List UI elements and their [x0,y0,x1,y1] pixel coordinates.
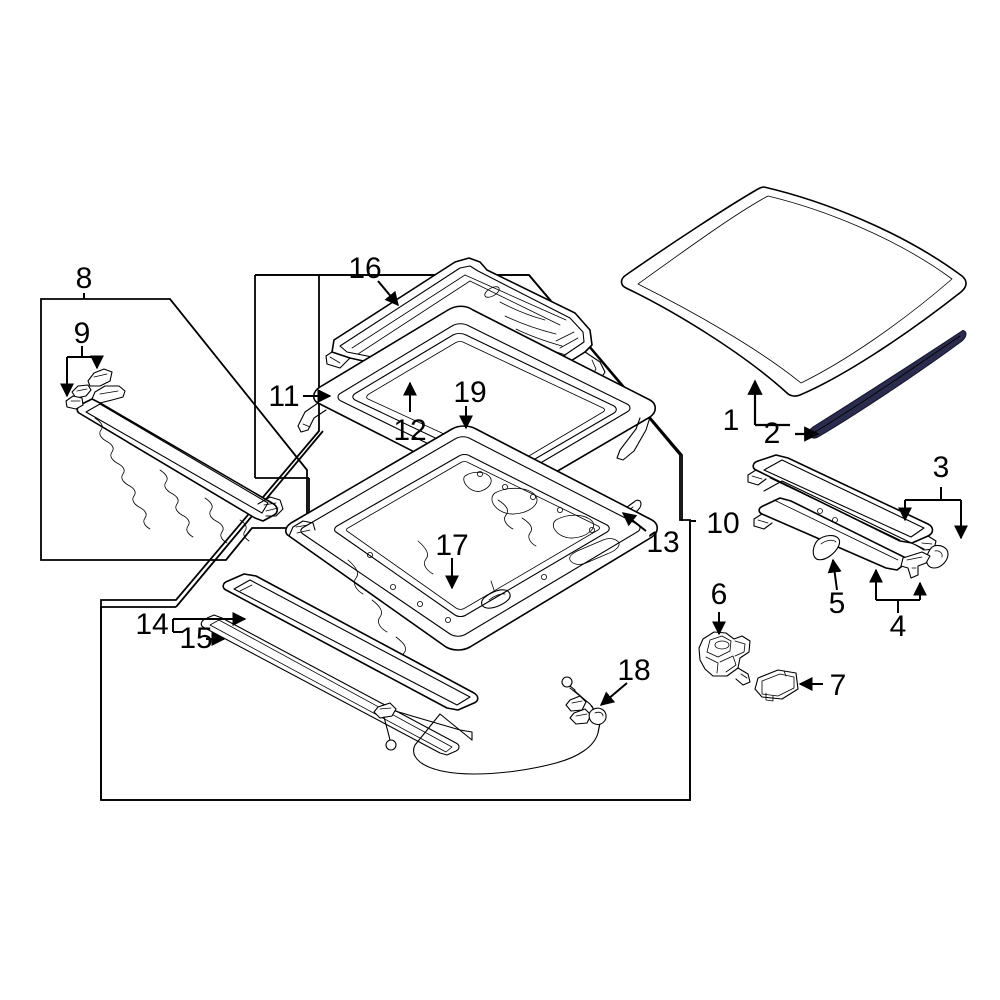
callout-leader-9 [60,346,104,398]
callout-number-17: 17 [435,529,468,562]
group-outline-housing [100,274,691,801]
part-deflector-bracket [900,551,931,579]
callout-number-15: 15 [179,622,212,655]
callout-number-13: 13 [646,526,679,559]
callout-number-16: 16 [348,252,381,285]
callout-leader-18 [599,682,628,706]
callout-leader-5 [827,558,842,591]
part-deflector-clip-right [925,544,949,569]
callout-leader-3 [898,487,968,540]
callout-number-9: 9 [74,317,91,350]
part-sunroof-housing-frame [285,425,659,666]
part-sunroof-drive-motor [698,631,751,686]
callout-number-5: 5 [829,587,846,620]
callout-number-19: 19 [453,376,486,409]
callout-leader-13 [621,512,647,532]
part-weatherstrip-seal [297,305,657,498]
part-deflector-support-rod [200,614,460,756]
callout-number-8: 8 [76,262,93,295]
part-sunshade-assembly [76,385,284,544]
part-drain-hose [373,676,607,775]
group-outline-sunshade [40,298,308,561]
part-sunshade-guide-clip [65,368,113,410]
part-deflector-clip-5 [812,535,841,561]
callout-leader-1 [747,379,790,427]
part-control-module-relay [754,669,799,702]
callout-number-18: 18 [617,654,650,687]
callout-number-12: 12 [393,414,426,447]
callout-number-3: 3 [933,451,950,484]
callout-number-4: 4 [890,610,907,643]
callout-number-14: 14 [135,608,168,641]
part-sunroof-glass-panel [620,186,967,397]
part-wind-deflector-assembly [747,454,937,571]
callout-number-10: 10 [706,507,739,540]
part-rear-deflector-panel [222,573,479,711]
callout-number-1: 1 [723,404,740,437]
callout-number-2: 2 [764,417,781,450]
callout-leader-15 [172,619,226,646]
callout-number-6: 6 [711,578,728,611]
callout-number-7: 7 [830,669,847,702]
callout-leader-4 [869,568,927,613]
callout-number-11: 11 [268,380,299,413]
callout-leader-16 [377,280,399,307]
